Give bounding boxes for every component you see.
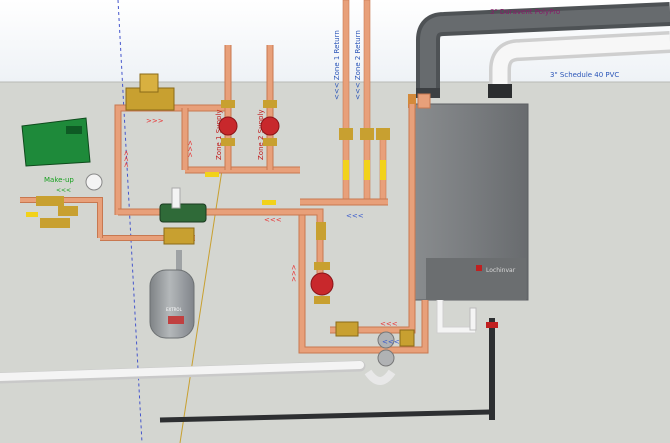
zone1-pump — [218, 100, 238, 146]
flow-arrow-boiler-out: <<< — [382, 338, 400, 346]
flow-arrow-boiler-in: <<< — [380, 320, 398, 328]
boiler-lower-panel — [426, 258, 526, 300]
label-zone2-supply: Zone 2 Supply — [257, 109, 265, 160]
boiler-badge-red — [476, 265, 482, 271]
label-zone2-return: <<< Zone 2 Return — [354, 30, 362, 100]
flow-arrow-return: <<< — [346, 212, 364, 220]
flow-arrow-pump: >>> — [290, 264, 298, 282]
mixing-valve — [163, 187, 195, 245]
flue-gray-pipe-face — [420, 6, 670, 95]
zone2-pump — [260, 100, 280, 146]
tank-label: EXTROL — [166, 307, 183, 312]
hydraulic-separator — [159, 203, 207, 223]
floor — [0, 82, 670, 443]
label-makeup-arrows: <<< — [56, 187, 71, 194]
flow-arrow-primary: <<< — [264, 216, 282, 224]
guide-line-blue — [117, 0, 143, 443]
intake-collar — [488, 84, 512, 98]
boiler-side-fitting — [408, 94, 416, 108]
label-zone1-supply: Zone 1 Supply — [215, 109, 223, 160]
floor-drain-pipe — [159, 409, 491, 423]
expansion-tank: EXTROL — [149, 250, 195, 339]
flow-arrow-left-vert: <<< — [122, 150, 130, 168]
boiler-top-fitting — [417, 93, 431, 109]
label-makeup: Make-up — [44, 176, 74, 184]
air-separator — [125, 73, 175, 111]
flow-arrow-top: >>> — [146, 117, 164, 125]
flow-arrow-sep: <<< — [186, 140, 194, 158]
boiler-control — [21, 117, 91, 167]
floor-pvc-pipe-face — [0, 361, 364, 381]
handles — [205, 172, 498, 328]
condensate-trap — [469, 307, 477, 331]
return-valves — [339, 128, 390, 180]
boiler-pump — [310, 222, 334, 304]
boiler-brand: Lochinvar — [486, 267, 516, 274]
flue-collar — [416, 88, 440, 98]
makeup-assembly — [20, 173, 103, 238]
label-duravent: 3" Duravent PolyPro — [490, 8, 560, 16]
label-pvc: 3" Schedule 40 PVC — [550, 71, 619, 79]
intake-pvc-pipe-face — [492, 34, 670, 92]
boiler-return-valves — [335, 321, 415, 385]
label-zone1-return: <<< Zone 1 Return — [333, 30, 341, 100]
